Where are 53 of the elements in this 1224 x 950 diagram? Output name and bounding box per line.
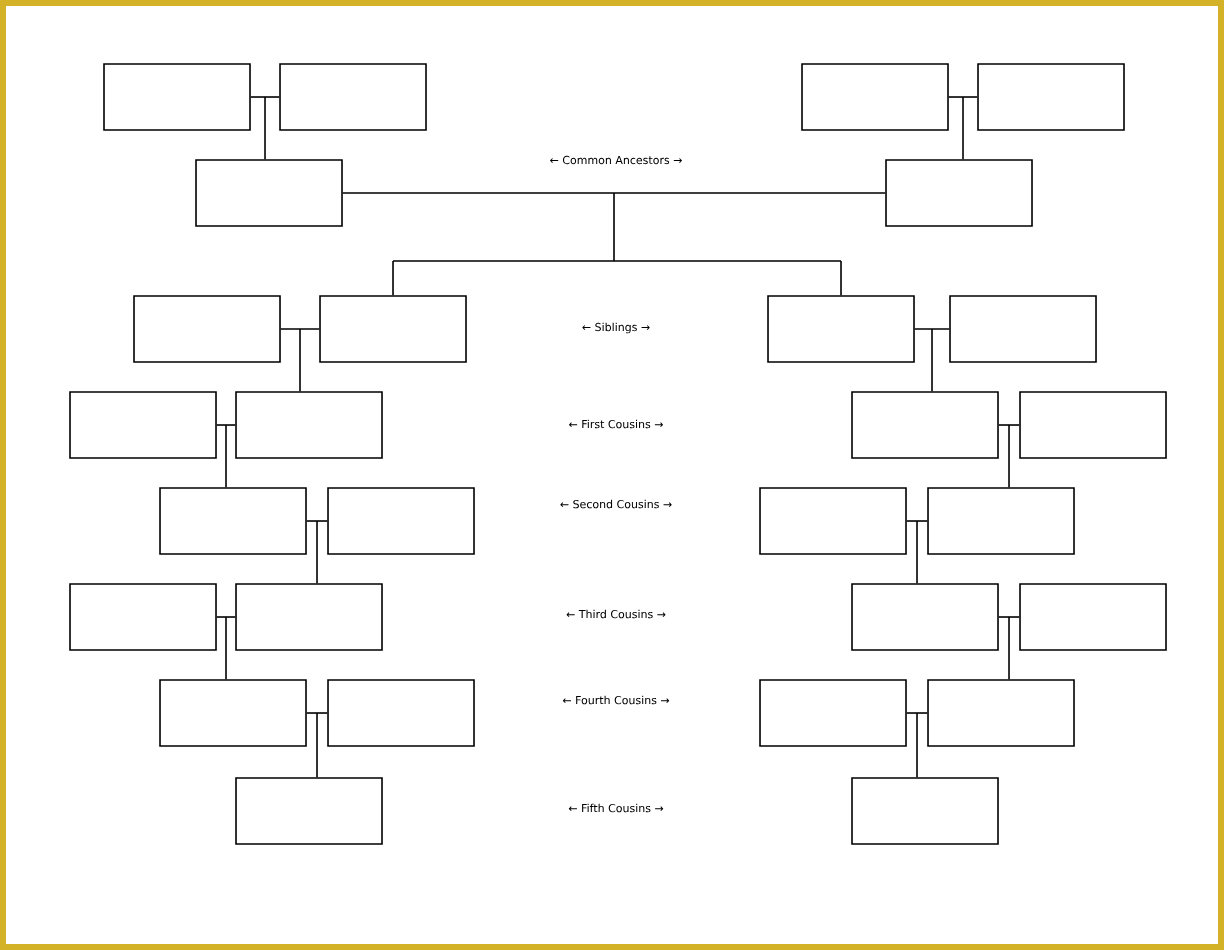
descent-line — [962, 96, 964, 160]
connector-line — [948, 96, 978, 98]
descent-line — [299, 328, 301, 392]
descent-line — [931, 328, 933, 392]
connector-line — [216, 616, 236, 618]
person-box — [927, 487, 1075, 555]
person-box — [235, 583, 383, 651]
person-box — [801, 63, 949, 131]
connector-line — [906, 712, 928, 714]
connector-line — [906, 520, 928, 522]
connector-line — [998, 424, 1020, 426]
descent-line — [225, 616, 227, 680]
person-box — [133, 295, 281, 363]
descent-line — [316, 712, 318, 778]
person-box — [885, 159, 1033, 227]
descent-line — [225, 424, 227, 488]
descent-line — [1008, 424, 1010, 488]
descent-line — [316, 520, 318, 584]
connector-line — [216, 424, 236, 426]
person-box — [195, 159, 343, 227]
connector-line — [280, 328, 320, 330]
person-box — [235, 777, 383, 845]
person-box — [279, 63, 427, 131]
person-box — [319, 295, 467, 363]
person-box — [1019, 583, 1167, 651]
person-box — [949, 295, 1097, 363]
person-box — [851, 777, 999, 845]
person-box — [69, 391, 217, 459]
descent-line — [916, 712, 918, 778]
descent-line — [1008, 616, 1010, 680]
person-box — [977, 63, 1125, 131]
person-box — [327, 679, 475, 747]
connector-line — [998, 616, 1020, 618]
person-box — [159, 487, 307, 555]
person-box — [69, 583, 217, 651]
connector-line — [250, 96, 280, 98]
descent-line — [264, 96, 266, 160]
descent-line — [916, 520, 918, 584]
descent-line — [342, 192, 886, 296]
person-box — [759, 487, 907, 555]
person-box — [851, 391, 999, 459]
connector-line — [914, 328, 950, 330]
person-box — [103, 63, 251, 131]
connector-line — [306, 520, 328, 522]
person-box — [235, 391, 383, 459]
person-box — [927, 679, 1075, 747]
connector-line — [306, 712, 328, 714]
person-box — [759, 679, 907, 747]
person-box — [159, 679, 307, 747]
person-box — [1019, 391, 1167, 459]
person-box — [851, 583, 999, 651]
person-box — [767, 295, 915, 363]
person-box — [327, 487, 475, 555]
